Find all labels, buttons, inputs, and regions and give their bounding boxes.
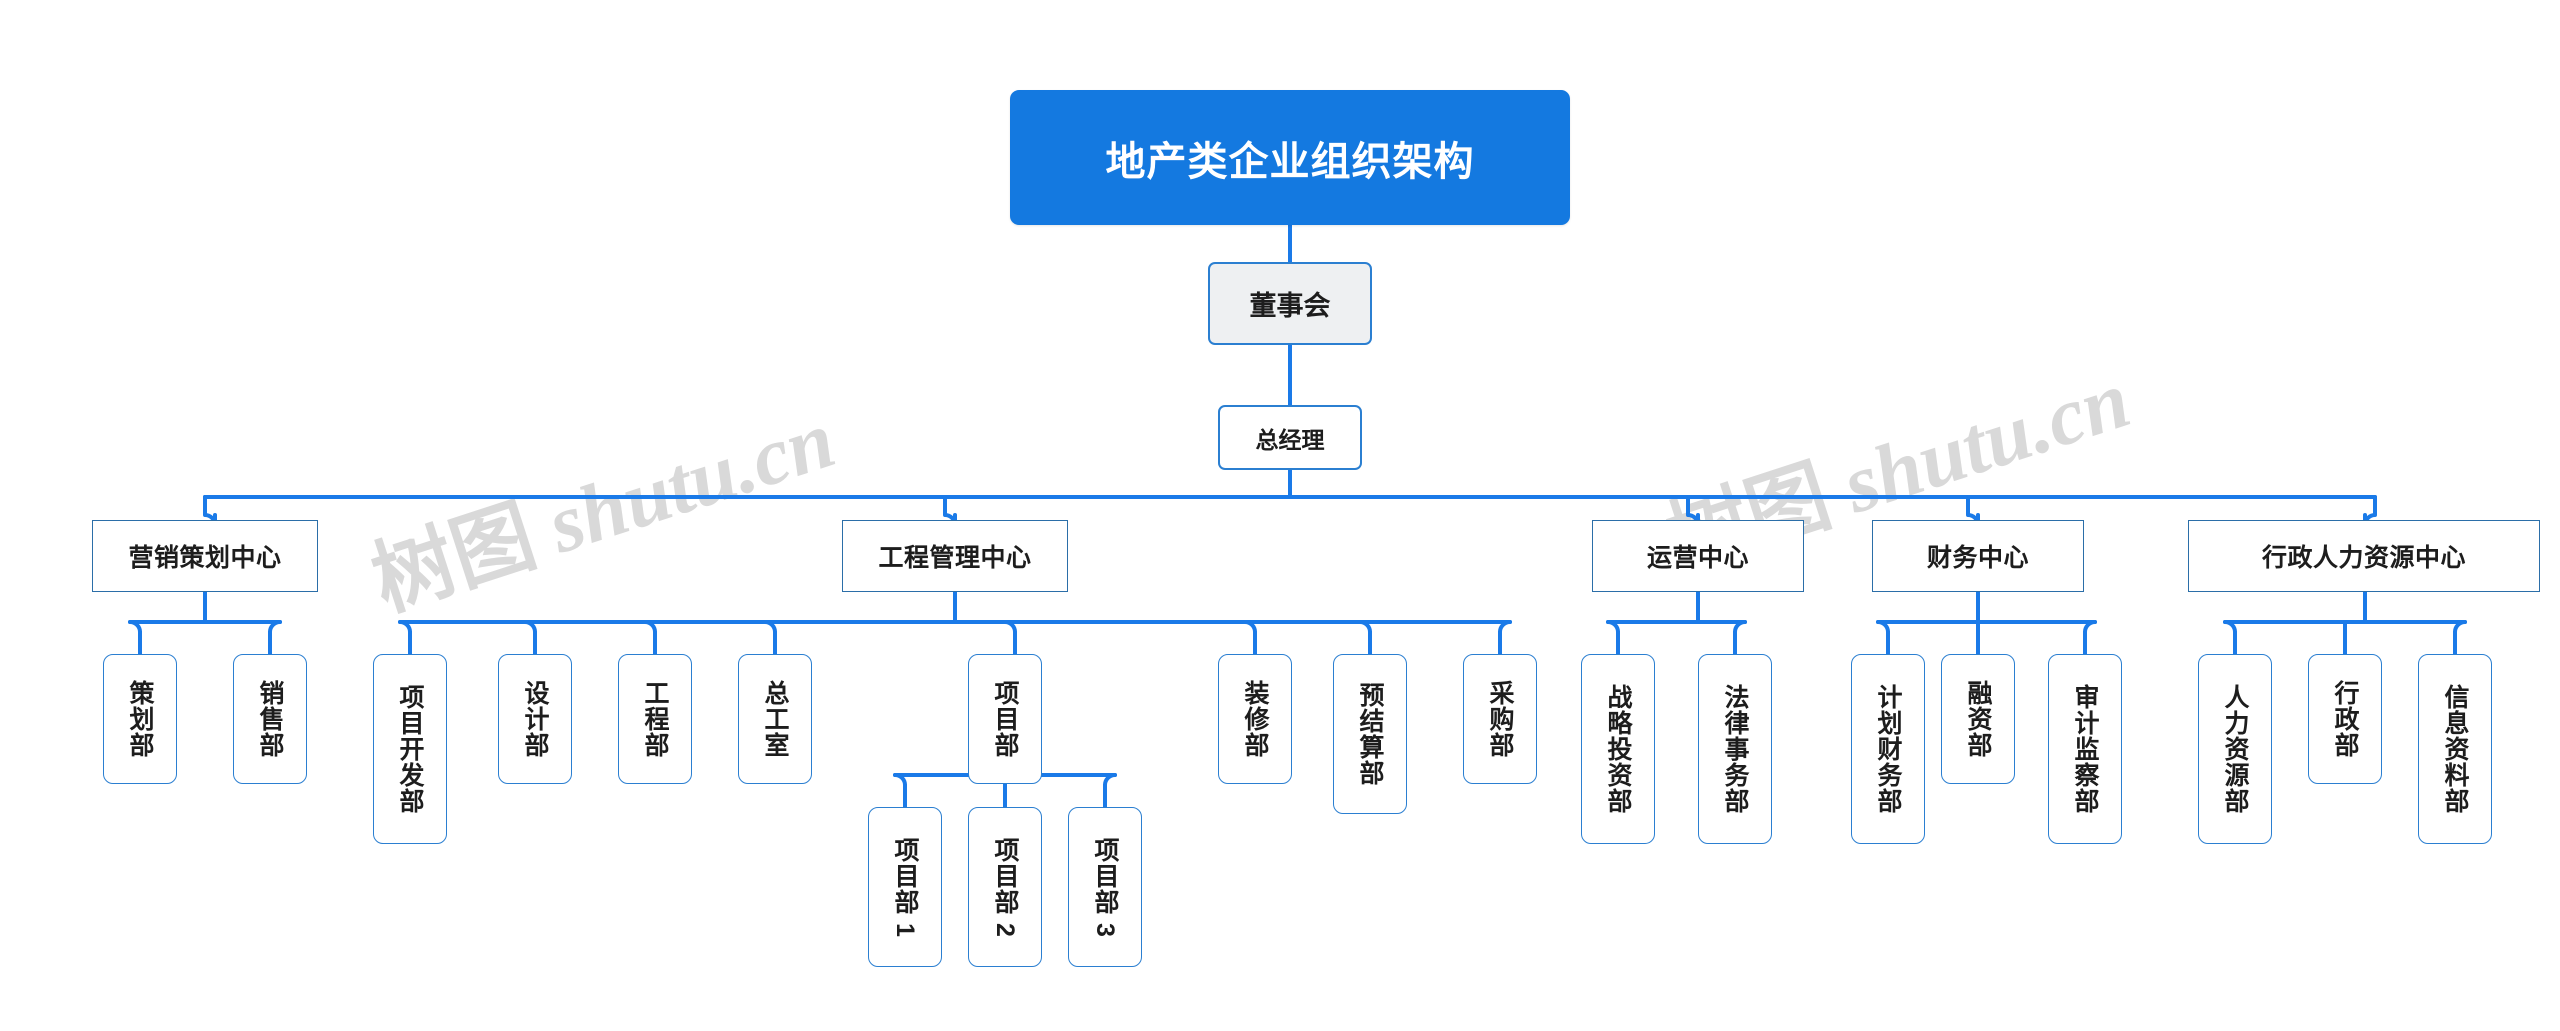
node-center-marketing[interactable]: 营销策划中心	[92, 520, 318, 592]
node-dept-project[interactable]: 项目部	[968, 654, 1042, 784]
node-dept-strategic-investment[interactable]: 战略投资部	[1581, 654, 1655, 844]
node-center-finance[interactable]: 财务中心	[1872, 520, 2084, 592]
node-dept-project-development[interactable]: 项目开发部	[373, 654, 447, 844]
node-center-admin-hr[interactable]: 行政人力资源中心	[2188, 520, 2540, 592]
node-general-manager[interactable]: 总经理	[1218, 405, 1362, 470]
node-dept-budget-settlement[interactable]: 预结算部	[1333, 654, 1407, 814]
node-center-operations[interactable]: 运营中心	[1592, 520, 1804, 592]
node-dept-legal-affairs[interactable]: 法律事务部	[1698, 654, 1772, 844]
watermark-left: 树图 shutu.cn	[355, 372, 847, 633]
node-center-engineering[interactable]: 工程管理中心	[842, 520, 1068, 592]
node-dept-financing[interactable]: 融资部	[1941, 654, 2015, 784]
node-subproject-3[interactable]: 项目部 3	[1068, 807, 1142, 967]
node-dept-administration[interactable]: 行政部	[2308, 654, 2382, 784]
node-dept-procurement[interactable]: 采购部	[1463, 654, 1537, 784]
node-dept-chief-engineer-office[interactable]: 总工室	[738, 654, 812, 784]
node-dept-sales[interactable]: 销售部	[233, 654, 307, 784]
watermark-cjk-left: 树图	[361, 488, 547, 630]
node-subproject-1[interactable]: 项目部 1	[868, 807, 942, 967]
node-dept-human-resources[interactable]: 人力资源部	[2198, 654, 2272, 844]
node-dept-planning[interactable]: 策划部	[103, 654, 177, 784]
watermark-latin-left: shutu.cn	[537, 393, 846, 571]
watermark-latin-right: shutu.cn	[1832, 353, 2141, 531]
node-dept-information-archives[interactable]: 信息资料部	[2418, 654, 2492, 844]
node-board-of-directors[interactable]: 董事会	[1208, 262, 1372, 345]
node-dept-planning-finance[interactable]: 计划财务部	[1851, 654, 1925, 844]
node-dept-design[interactable]: 设计部	[498, 654, 572, 784]
node-dept-audit-supervision[interactable]: 审计监察部	[2048, 654, 2122, 844]
chart-title: 地产类企业组织架构	[1010, 90, 1570, 225]
node-dept-decoration[interactable]: 装修部	[1218, 654, 1292, 784]
node-subproject-2[interactable]: 项目部 2	[968, 807, 1042, 967]
node-dept-engineering[interactable]: 工程部	[618, 654, 692, 784]
